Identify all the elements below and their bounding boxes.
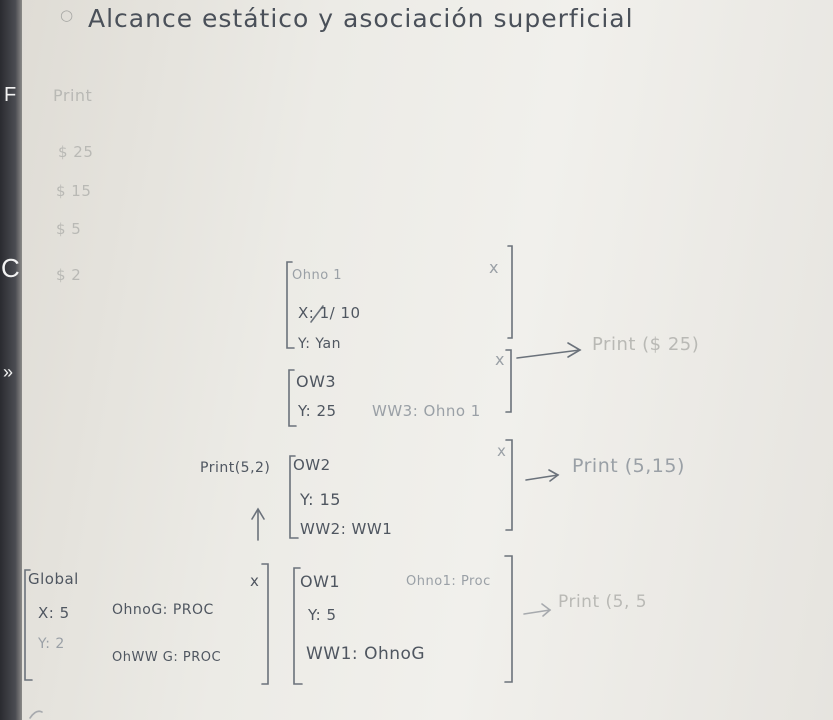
page-title: Alcance estático y asociación superficia… xyxy=(88,4,634,33)
ohno1-right-bracket xyxy=(507,245,513,339)
up-arrow-head xyxy=(251,507,265,520)
output-print-25: Print ($ 25) xyxy=(592,334,700,355)
print-list-item: $ 15 xyxy=(56,182,92,200)
arrow-to-print-15-head xyxy=(548,469,560,482)
output-print-15: Print (5,15) xyxy=(572,455,685,477)
print-header: Print xyxy=(53,86,93,105)
ow1-proc: Ohno1: Proc xyxy=(406,574,491,589)
arrow-to-print-5-head xyxy=(541,603,552,617)
arrow-to-print-5 xyxy=(523,609,551,615)
ow3-right-bracket xyxy=(505,349,512,413)
ow2-mark: x xyxy=(497,442,507,460)
ow2-label: OW2 xyxy=(293,456,331,474)
ow2-frame-bracket xyxy=(289,455,299,539)
global-x-value: X: 5 xyxy=(38,604,70,622)
global-label: Global xyxy=(28,570,79,588)
ow1-label: OW1 xyxy=(300,572,341,591)
ohno1-y-value: Y: Yan xyxy=(298,336,341,352)
arrow-to-print-25-head xyxy=(567,342,582,358)
global-proc-1: OhnoG: PROC xyxy=(112,602,214,618)
ow3-mark: x xyxy=(495,350,505,369)
print-list-item: $ 25 xyxy=(58,143,94,161)
arrow-to-print-25 xyxy=(516,349,581,359)
ow2-link: WW2: WW1 xyxy=(300,520,393,538)
global-mark: x xyxy=(250,572,260,590)
global-frame-bracket xyxy=(24,569,33,681)
title-circle: ○ xyxy=(60,6,74,24)
ow2-y-value: Y: 15 xyxy=(300,490,341,509)
edge-letter-c: C xyxy=(1,253,20,283)
ow1-frame-bracket xyxy=(293,567,303,685)
ow1-right-bracket xyxy=(504,555,513,683)
edge-letter-f: F xyxy=(4,84,17,106)
ow3-label: OW3 xyxy=(296,372,337,391)
ohno1-x-value: X: 1/ 10 xyxy=(298,304,361,322)
ohno1-frame-bracket xyxy=(286,261,295,349)
ow2-right-bracket xyxy=(505,439,513,531)
left-screen-edge: F C » xyxy=(0,0,22,720)
global-right-bracket xyxy=(261,563,269,685)
ow3-y-value: Y: 25 xyxy=(298,402,337,420)
ohno1-label: Ohno 1 xyxy=(292,268,343,283)
print-list-item: $ 2 xyxy=(56,266,82,284)
ow1-y-value: Y: 5 xyxy=(308,606,337,624)
print-list-item: $ 5 xyxy=(56,220,82,238)
ow2-caller: Print(5,2) xyxy=(200,460,271,476)
global-proc-2: OhWW G: PROC xyxy=(112,650,222,665)
ow3-frame-bracket xyxy=(288,369,297,427)
x-value-strike xyxy=(310,305,324,323)
ohno1-mark: x xyxy=(489,258,499,277)
edge-glyph: » xyxy=(3,362,14,382)
ow1-link: WW1: OhnoG xyxy=(306,644,426,664)
ow3-link: WW3: Ohno 1 xyxy=(372,402,481,420)
global-y-value: Y: 2 xyxy=(38,636,65,652)
arrow-to-print-15 xyxy=(525,474,559,481)
page-corner-mark xyxy=(29,710,43,719)
output-print-5: Print (5, 5 xyxy=(558,592,648,612)
